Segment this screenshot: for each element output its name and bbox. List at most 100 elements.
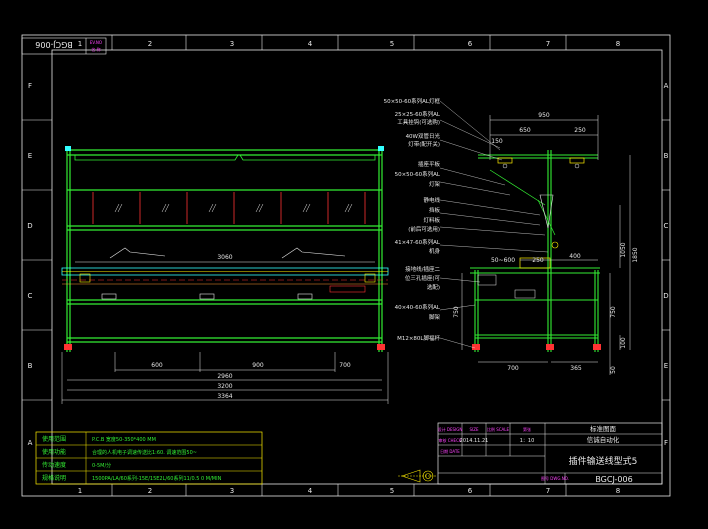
row-marker-left-b: B bbox=[28, 362, 33, 370]
tb-design-label: 设计 DESIGN bbox=[438, 426, 463, 432]
callout-material-board: 灯料板 bbox=[423, 216, 440, 224]
tb-sheet-label: 第张 bbox=[523, 426, 531, 432]
callout-lamp-stand: 灯架 bbox=[429, 180, 441, 188]
side-lamps bbox=[497, 157, 585, 169]
callout-lamp-switch: 灯带(配开关) bbox=[408, 140, 440, 148]
row-markers-right: A B C D E F bbox=[663, 82, 668, 447]
dim-bench-depth: 365 bbox=[570, 365, 582, 372]
dim-foot-gap: 100 bbox=[620, 337, 627, 349]
column-markers-bottom: 1 2 3 4 5 6 7 8 bbox=[78, 487, 620, 495]
side-view: 950 650 250 150 50~600 250 400 700 365 1… bbox=[384, 97, 639, 375]
col-marker-3: 3 bbox=[230, 40, 234, 48]
dim-belt-width: 50~600 bbox=[491, 257, 515, 264]
callout-three-pin: 位三孔插座(可 bbox=[405, 274, 441, 282]
dim-height-total: 1850 bbox=[632, 247, 639, 262]
title-block-values: 2014.11.21 1：10 bbox=[460, 438, 535, 444]
front-view: 3060 600 900 700 2960 3200 3364 bbox=[61, 146, 389, 404]
callout-leg-profile: 40×40-60系列AL bbox=[395, 303, 441, 311]
col-marker-bottom-7: 7 bbox=[546, 487, 550, 495]
callout-body: 机身 bbox=[429, 247, 441, 255]
dim-top-left: 650 bbox=[519, 127, 531, 134]
dim-pitch-right: 700 bbox=[339, 362, 351, 369]
lamp-hood bbox=[74, 154, 376, 161]
callout-ground-socket: 接地线/插座二 bbox=[405, 265, 440, 273]
col-marker-4: 4 bbox=[308, 40, 313, 48]
tb-check-label: 审核 CHECK bbox=[438, 437, 461, 443]
side-frame bbox=[470, 150, 600, 352]
spec-label-speed: 传动速度 bbox=[42, 461, 66, 469]
dim-top-right: 250 bbox=[574, 127, 586, 134]
callout-leaders bbox=[439, 100, 549, 349]
row-marker-right-b: B bbox=[664, 152, 669, 160]
col-marker-bottom-1: 1 bbox=[78, 487, 82, 495]
tb-company: 信诚自动化 bbox=[587, 435, 620, 444]
drawing-frame bbox=[21, 34, 671, 497]
spec-value-speed: 0-5M/分 bbox=[92, 462, 111, 469]
callout-body-profile: 41×47-60系列AL bbox=[395, 238, 441, 246]
outer-border bbox=[21, 34, 671, 497]
side-feet bbox=[472, 344, 601, 350]
front-feet bbox=[64, 344, 385, 350]
row-markers-left: F E D C B A bbox=[27, 82, 32, 447]
col-marker-7: 7 bbox=[546, 40, 550, 48]
column-markers-top: 1 2 3 4 5 6 7 8 bbox=[78, 40, 620, 48]
row-marker-left-a: A bbox=[28, 439, 33, 447]
col-marker-2: 2 bbox=[148, 40, 152, 48]
tb-dwg-no-label: 图号 DWG.NO. bbox=[541, 475, 569, 481]
dim-conveyor: 3060 bbox=[217, 254, 232, 261]
callout-baffle: 挡板 bbox=[429, 206, 441, 214]
front-panel-dividers bbox=[92, 192, 366, 224]
dim-depth: 700 bbox=[507, 365, 519, 372]
col-marker-bottom-5: 5 bbox=[390, 487, 394, 495]
col-marker-8: 8 bbox=[616, 40, 620, 48]
spec-values: P.C.B 宽度50-350*400 MM 合理的人机电子调速传送比1:60. … bbox=[92, 436, 222, 482]
callout-tool-hook: 工具挂钩(可选购) bbox=[397, 118, 440, 126]
tb-scale-value: 1：10 bbox=[520, 438, 535, 444]
tb-company-top: 标准图面 bbox=[590, 424, 617, 433]
dim-belt-offset: 250 bbox=[532, 257, 544, 264]
tb-size-label: SIZE bbox=[470, 427, 479, 432]
spec-label-range: 使用范围 bbox=[42, 435, 66, 443]
inner-border bbox=[51, 49, 663, 485]
dim-foot-height: 50 bbox=[610, 366, 617, 374]
dim-overall: 3364 bbox=[217, 393, 232, 400]
tb-drawing-title: 插件输送线型式5 bbox=[569, 455, 638, 467]
callout-optional-2: 选配) bbox=[427, 283, 440, 291]
callout-labels: 50×50-60系列AL灯框 25×25-60系列AL 工具挂钩(可选购) 40… bbox=[384, 97, 441, 342]
row-marker-right-d: D bbox=[663, 292, 668, 300]
col-marker-bottom-2: 2 bbox=[148, 487, 152, 495]
col-marker-1: 1 bbox=[78, 40, 82, 48]
side-shelf bbox=[539, 194, 554, 229]
title-block: 设计 DESIGN SIZE 比例 SCALE 第张 审核 CHECK 日期 D… bbox=[398, 422, 663, 485]
callout-optional: (前后可选用) bbox=[408, 225, 440, 233]
row-marker-left-e: E bbox=[28, 152, 32, 160]
stamp-small-label-2: 名 称 bbox=[91, 46, 100, 52]
stamp-box bbox=[21, 37, 107, 55]
spec-value-spec: 1500PA/LA/60系列-15E/15E2L/60系列11/0.5 0 M/… bbox=[92, 475, 222, 482]
col-marker-bottom-6: 6 bbox=[468, 487, 473, 495]
title-block-labels: 设计 DESIGN SIZE 比例 SCALE 第张 审核 CHECK 日期 D… bbox=[438, 426, 569, 481]
callout-fluorescent: 40W双管日光 bbox=[406, 132, 441, 140]
stamp-code: BGCJ-006 bbox=[35, 40, 72, 49]
spec-label-function: 使用功能 bbox=[42, 448, 66, 456]
tb-date-label: 日期 DATE bbox=[440, 448, 460, 454]
projection-symbol-icon bbox=[398, 469, 436, 483]
dim-bench-width: 400 bbox=[569, 253, 581, 260]
row-marker-left-c: C bbox=[28, 292, 33, 300]
dim-leg-height-left: 750 bbox=[453, 306, 460, 318]
tb-drawing-no: BGCJ-006 bbox=[595, 475, 632, 484]
col-marker-bottom-3: 3 bbox=[230, 487, 234, 495]
socket-outlets bbox=[101, 293, 313, 300]
front-panel-glass bbox=[114, 203, 353, 213]
front-dimensions bbox=[61, 261, 389, 404]
dim-inner: 2960 bbox=[217, 373, 232, 380]
col-marker-5: 5 bbox=[390, 40, 394, 48]
callout-al-profile: 25×25-60系列AL bbox=[395, 110, 441, 118]
dim-lamp-offset: 150 bbox=[491, 138, 503, 145]
dim-pitch-center: 900 bbox=[252, 362, 264, 369]
spec-value-function: 合理的人机电子调速传送比1:60. 调速范围50~ bbox=[92, 449, 197, 456]
callout-al-profile-2: 50×50-60系列AL bbox=[395, 170, 441, 178]
conveyor-belt bbox=[61, 267, 389, 293]
